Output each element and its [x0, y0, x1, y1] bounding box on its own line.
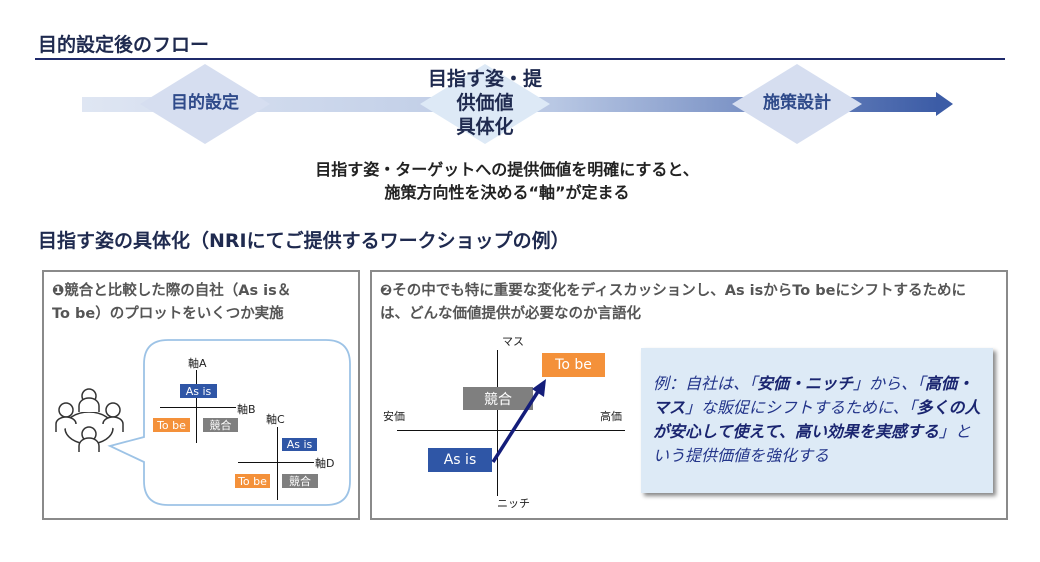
- flow-step-label: 施策設計: [763, 93, 831, 114]
- panel1-title-line1: ❶競合と比較した際の自社（As is＆: [52, 283, 292, 299]
- callout-text: 」という提供価値を強化する: [653, 422, 971, 465]
- section-title-workshop: 目指す姿の具体化（NRIにてご提供するワークショップの例）: [38, 230, 570, 252]
- flow-step-label-line1: 目指す姿・提供価値: [427, 68, 542, 115]
- section-title-flow: 目的設定後のフロー: [38, 34, 210, 56]
- flow-summary: 目指す姿・ターゲットへの提供価値を明確にすると、施策方向性を決める“軸”が定まる: [200, 158, 814, 204]
- axis-d-label: 軸D: [315, 457, 335, 470]
- flow-step-measures: 施策設計: [732, 64, 862, 144]
- as-is-box: As is: [180, 384, 217, 398]
- vertical-axis: [497, 350, 499, 496]
- callout-text: 」から、「: [853, 374, 926, 393]
- axis-a-line: [196, 370, 198, 443]
- axis-c-label: 軸C: [266, 413, 285, 426]
- example-callout: 例：自社は、「安価・ニッチ」から、「高価・マス」な販促にシフトするために、「多く…: [641, 348, 993, 493]
- flow-step-vision: 目指す姿・提供価値具体化: [420, 64, 550, 144]
- axis-top-label: マス: [502, 335, 524, 348]
- as-is-box: As is: [282, 438, 317, 451]
- to-be-box: To be: [542, 353, 605, 377]
- axis-bottom-label: ニッチ: [497, 497, 530, 510]
- axis-b-line: [160, 407, 236, 409]
- callout-text: 」な販促にシフトするために、「: [685, 398, 917, 417]
- axis-d-line: [238, 462, 314, 464]
- axis-left-label: 安価: [383, 410, 405, 423]
- as-is-box: As is: [428, 448, 492, 472]
- axis-b-label: 軸B: [237, 403, 256, 416]
- to-be-box: To be: [153, 418, 190, 432]
- panel1-title: ❶競合と比較した際の自社（As is＆ To be）のプロットをいくつか実施: [52, 280, 291, 326]
- flow-arrow-head: [936, 92, 953, 116]
- axis-c-line: [277, 427, 279, 500]
- panel2-title: ❷その中でも特に重要な変化をディスカッションし、As isからTo beにシフト…: [380, 280, 1000, 326]
- callout-text: 例：自社は、「: [653, 374, 758, 393]
- summary-line2: 施策方向性を決める“軸”が定まる: [384, 183, 630, 202]
- to-be-box: To be: [235, 474, 270, 488]
- meeting-people-icon: [55, 388, 124, 452]
- panel1-title-line2: To be）のプロットをいくつか実施: [52, 306, 284, 322]
- callout-bold: 高価・マス: [653, 374, 974, 417]
- flow-step-label: 目指す姿・提供価値具体化: [420, 68, 550, 139]
- summary-line1: 目指す姿・ターゲットへの提供価値を明確にすると、: [315, 160, 699, 179]
- flow-step-label-line2: 具体化: [456, 115, 514, 138]
- axis-a-label: 軸A: [188, 357, 207, 370]
- panel2-title-line1: ❷その中でも特に重要な変化をディスカッションし、As isからTo beにシフト…: [380, 283, 966, 299]
- flow-step-label: 目的設定: [171, 93, 239, 114]
- competitor-box: 競合: [203, 418, 238, 432]
- flow-step-purpose: 目的設定: [140, 64, 270, 144]
- callout-bold: 安価・ニッチ: [757, 374, 854, 393]
- axis-right-label: 高価: [600, 410, 622, 423]
- title-divider: [35, 58, 1005, 60]
- callout-bold: 多くの人が安心して使えて、高い効果を実感する: [653, 398, 981, 441]
- competitor-box: 競合: [463, 387, 533, 410]
- panel2-title-line2: は、どんな価値提供が必要なのか言語化: [380, 306, 641, 322]
- competitor-box: 競合: [282, 474, 318, 488]
